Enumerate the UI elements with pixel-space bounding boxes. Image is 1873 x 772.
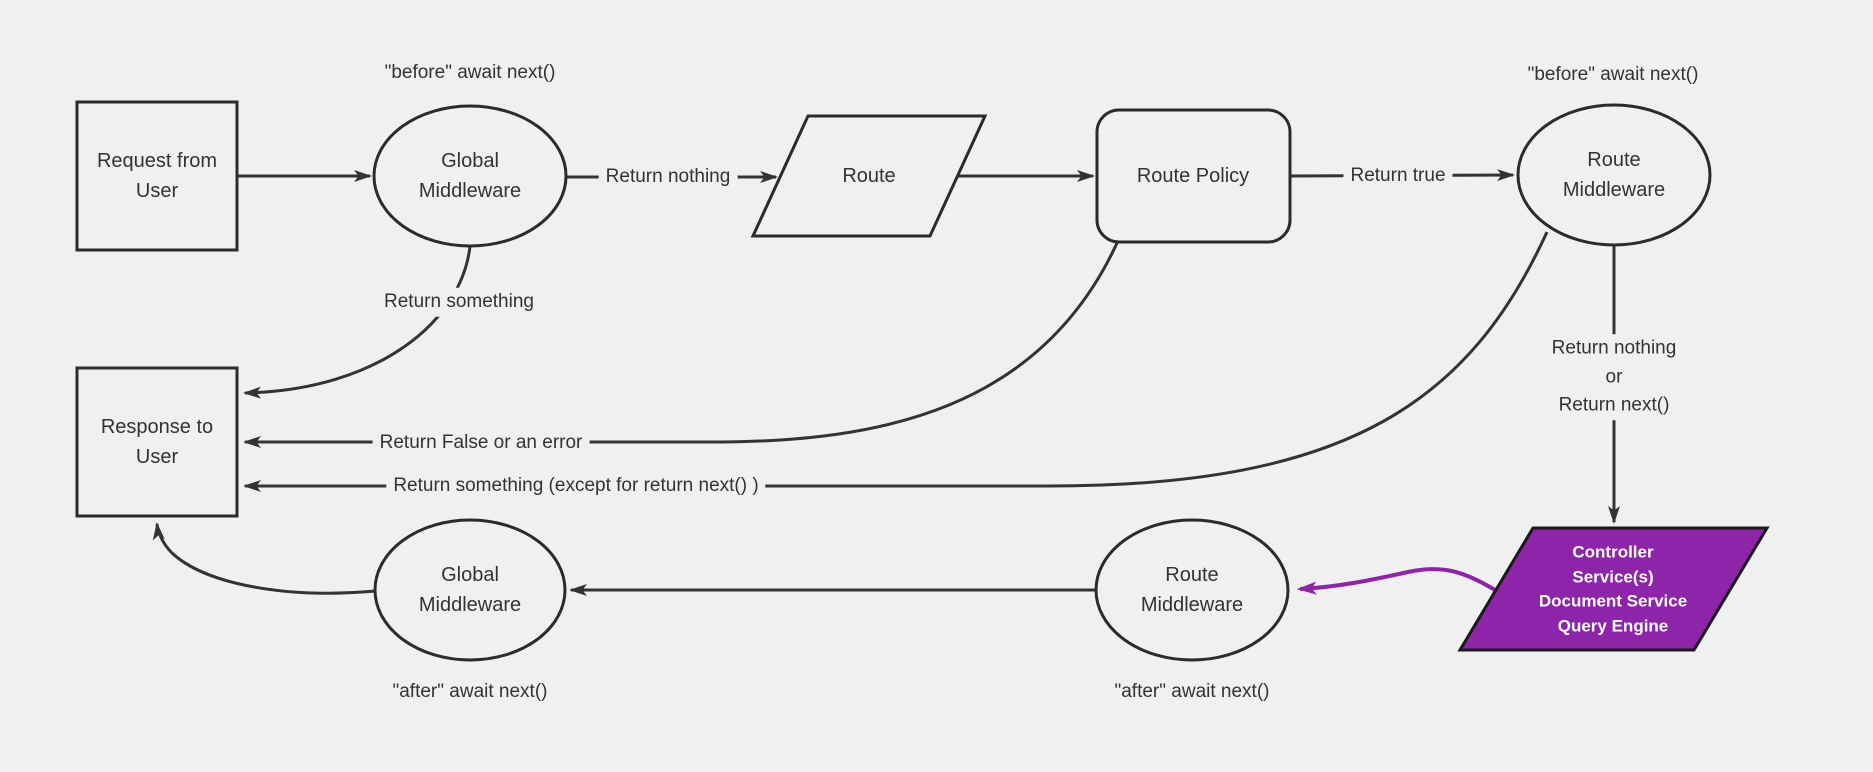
edge-controller-to-route-mw-bottom bbox=[1296, 567, 1497, 595]
global-middleware-top-label: Global Middleware bbox=[418, 150, 522, 202]
route-policy-label: Route Policy bbox=[1136, 165, 1250, 187]
route-middleware-top-label: Route Middleware bbox=[1562, 149, 1666, 201]
before-await-next-top-left-label: "before" await next() bbox=[384, 61, 556, 83]
route-node-shape bbox=[750, 114, 988, 238]
return-nothing-or-next-edge-label: Return nothing or Return next() bbox=[1544, 334, 1684, 420]
route-middleware-bottom-shape bbox=[1094, 518, 1290, 662]
response-node-label: Response to User bbox=[100, 416, 214, 468]
global-middleware-bottom-label: Global Middleware bbox=[418, 564, 522, 616]
route-policy-shape bbox=[1095, 108, 1292, 244]
return-something-except-edge-label: Return something (except for return next… bbox=[386, 471, 766, 501]
return-false-or-error-edge-label: Return False or an error bbox=[372, 428, 590, 458]
after-await-next-bottom-right-label: "after" await next() bbox=[1114, 680, 1270, 702]
route-node-label: Route bbox=[842, 165, 896, 187]
return-nothing-edge-label: Return nothing bbox=[598, 162, 738, 192]
edge-route-policy-to-response bbox=[243, 242, 1119, 448]
controller-node-shape bbox=[1457, 526, 1770, 652]
route-middleware-top-shape bbox=[1516, 103, 1712, 247]
route-middleware-bottom-label: Route Middleware bbox=[1140, 564, 1244, 616]
return-true-edge-label: Return true bbox=[1343, 161, 1453, 191]
edge-global-mw-to-response bbox=[243, 245, 472, 399]
controller-node-label: Controller Service(s) Document Service Q… bbox=[1538, 542, 1688, 636]
request-node-label: Request from User bbox=[96, 150, 218, 202]
response-node-shape bbox=[75, 366, 239, 518]
request-node-shape bbox=[75, 100, 239, 252]
edge-global-mw-bottom-to-response bbox=[152, 522, 376, 595]
edge-route-mw-to-response bbox=[243, 231, 1549, 492]
return-something-edge-label: Return something bbox=[377, 287, 541, 317]
after-await-next-bottom-left-label: "after" await next() bbox=[392, 680, 548, 702]
global-middleware-bottom-shape bbox=[373, 518, 567, 662]
global-middleware-top-shape bbox=[372, 104, 568, 248]
before-await-next-top-right-label: "before" await next() bbox=[1527, 63, 1699, 85]
